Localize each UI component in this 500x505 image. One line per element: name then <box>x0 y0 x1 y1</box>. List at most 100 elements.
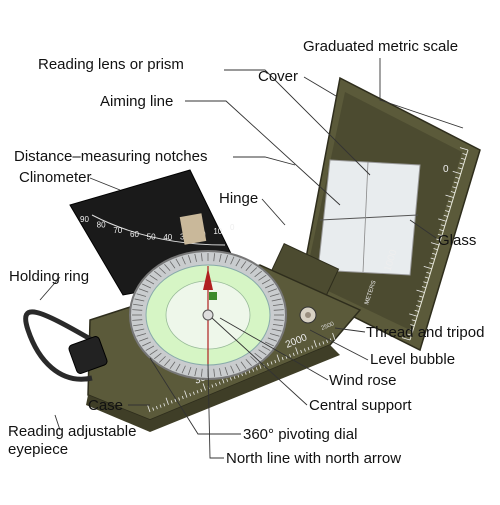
bezel-tick <box>273 309 284 311</box>
central-support <box>202 309 214 321</box>
bezel-tick <box>258 274 267 281</box>
dial-green-marker <box>209 292 217 300</box>
label-case: Case <box>88 397 124 414</box>
base-scale-tick <box>215 382 217 387</box>
clinometer-mark: 80 <box>97 221 106 230</box>
base-scale-tick <box>184 390 188 398</box>
base-scale-tick <box>318 342 321 346</box>
bezel-tick <box>254 352 262 360</box>
bezel-tick <box>240 361 247 369</box>
bezel-tick <box>235 258 241 267</box>
bezel-tick <box>149 349 158 356</box>
bezel-tick <box>250 356 258 363</box>
glass-crosshair <box>362 161 369 273</box>
leader-hinge <box>261 198 286 226</box>
leader-level-bubble <box>309 329 369 361</box>
label-clinometer: Clinometer <box>19 169 92 186</box>
bezel-tick <box>272 323 283 327</box>
leader-thread-tripod <box>334 327 366 333</box>
bezel-tick <box>142 341 152 347</box>
lid-scale-tick <box>460 157 466 160</box>
base-scale-tick <box>226 378 229 382</box>
label-reading-lens: Reading lens or prism <box>38 56 184 73</box>
base-scale-tick <box>332 332 336 341</box>
bezel-tick <box>164 358 171 367</box>
base-scale-tick <box>326 339 328 344</box>
base-scale-tick <box>211 384 214 388</box>
label-north-line: North line with north arrow <box>226 450 402 467</box>
holding-ring <box>23 309 94 382</box>
label-hinge: Hinge <box>219 190 259 207</box>
case-bottom-edge <box>86 345 340 432</box>
lid-scale-tick <box>447 200 453 203</box>
clinometer-mark: 50 <box>147 232 156 241</box>
label-holding-ring: Holding ring <box>9 268 90 285</box>
base-scale-tick <box>307 346 310 351</box>
lid-scale-zero: 0 <box>443 164 449 175</box>
base-scale-2500: 2500 <box>321 321 336 332</box>
bezel-tick <box>181 256 186 265</box>
base-scale-tick <box>178 397 180 401</box>
bezel-tick <box>245 263 252 272</box>
bezel-tick <box>138 288 149 293</box>
base-scale-tick <box>303 348 306 352</box>
bezel-tick <box>264 283 274 289</box>
base-scale-tick <box>252 368 254 372</box>
bezel-tick <box>164 263 171 272</box>
lid-scale-tick <box>430 257 435 260</box>
clinometer-mark: 60 <box>130 230 139 239</box>
label-thread-tripod: Thread and tripod <box>366 324 485 341</box>
bezel-tick <box>267 288 278 293</box>
leader-reading-lens <box>224 69 371 176</box>
base-scale-tick <box>229 377 232 381</box>
label-cover: Cover <box>258 68 299 85</box>
bezel-tick <box>261 279 271 285</box>
base-scale-tick <box>165 397 169 405</box>
bezel-tick <box>134 328 145 332</box>
bezel-tick <box>181 365 186 374</box>
base-scale-tick <box>313 340 317 348</box>
clinometer-mark: 10 <box>213 227 222 236</box>
bezel-tick <box>267 337 278 342</box>
bezel-tick <box>240 261 247 269</box>
bezel-tick <box>175 363 181 372</box>
lid-scale-tick <box>433 248 438 251</box>
base-scale-tick <box>322 341 325 345</box>
lid-scale-tick <box>458 167 463 170</box>
label-graduated-scale: Graduated metric scale <box>303 38 459 55</box>
lid-scale-tick <box>431 252 437 255</box>
bezel-tick <box>245 358 252 367</box>
bezel-tick <box>213 368 216 377</box>
lid-scale-tick <box>450 191 456 194</box>
bezel-tick <box>224 367 229 376</box>
lid-scale-tick <box>418 295 424 298</box>
bezel-tick <box>136 293 147 297</box>
label-reading-eyepiece-1: Reading adjustable <box>8 423 137 440</box>
bezel-tick <box>158 356 166 363</box>
label-central-support: Central support <box>309 397 412 414</box>
lid-scale-tick <box>414 309 419 312</box>
bezel-tick <box>219 368 222 377</box>
bezel-tick <box>149 274 158 281</box>
label-distance-notches: Distance–measuring notches <box>14 148 208 165</box>
leader-glass <box>409 219 437 239</box>
bezel-tick <box>133 303 144 307</box>
lid-scale-tick <box>423 281 428 284</box>
leader-clinometer <box>89 177 121 191</box>
lid-scale-tick <box>452 170 461 175</box>
lid-scale-tick <box>429 262 434 265</box>
clinometer-arc <box>91 214 226 246</box>
base-scale-tick <box>196 390 199 394</box>
bezel-tick <box>138 337 149 342</box>
base-scale-tick <box>147 404 151 413</box>
bezel-tick <box>134 298 145 302</box>
bezel-tick <box>219 253 222 262</box>
base-scale-tick <box>189 393 192 397</box>
bezel-tick <box>154 270 162 278</box>
label-level-bubble: Level bubble <box>370 351 456 368</box>
bezel-tick <box>269 293 280 297</box>
lid-scale-tick <box>462 153 467 156</box>
base-scale-tick <box>155 405 158 410</box>
base-scale-tick <box>266 362 269 367</box>
